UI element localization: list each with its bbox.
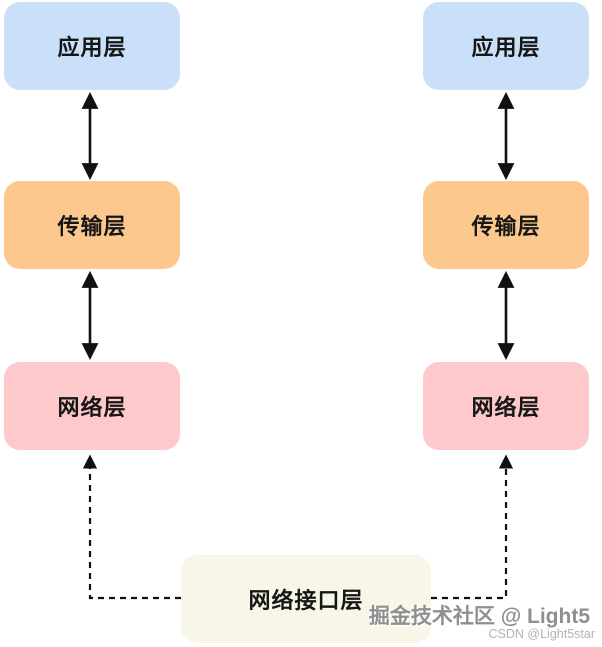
layer-box-network-right: 网络层	[423, 362, 589, 450]
watermark-csdn: CSDN @Light5star	[488, 627, 595, 641]
layer-box-network-interface: 网络接口层	[181, 555, 431, 643]
layer-box-application-left: 应用层	[4, 2, 180, 90]
layer-box-transport-right: 传输层	[423, 181, 589, 269]
dashed-arrow-interface-to-network-right	[431, 454, 514, 600]
layer-label-network-left: 网络层	[57, 395, 127, 420]
layer-label-network-right: 网络层	[471, 395, 541, 420]
watermark-juejin: 掘金技术社区 @ Light5	[368, 605, 590, 628]
layer-label-application-right: 应用层	[471, 35, 541, 60]
layer-label-transport-left: 传输层	[57, 214, 127, 239]
layer-label-network-interface: 网络接口层	[248, 588, 364, 613]
layer-label-transport-right: 传输层	[471, 214, 541, 239]
layer-box-network-left: 网络层	[4, 362, 180, 450]
layer-box-transport-left: 传输层	[4, 181, 180, 269]
dashed-arrow-interface-to-network-left	[82, 454, 181, 600]
layer-box-application-right: 应用层	[423, 2, 589, 90]
layer-label-application-left: 应用层	[57, 35, 127, 60]
